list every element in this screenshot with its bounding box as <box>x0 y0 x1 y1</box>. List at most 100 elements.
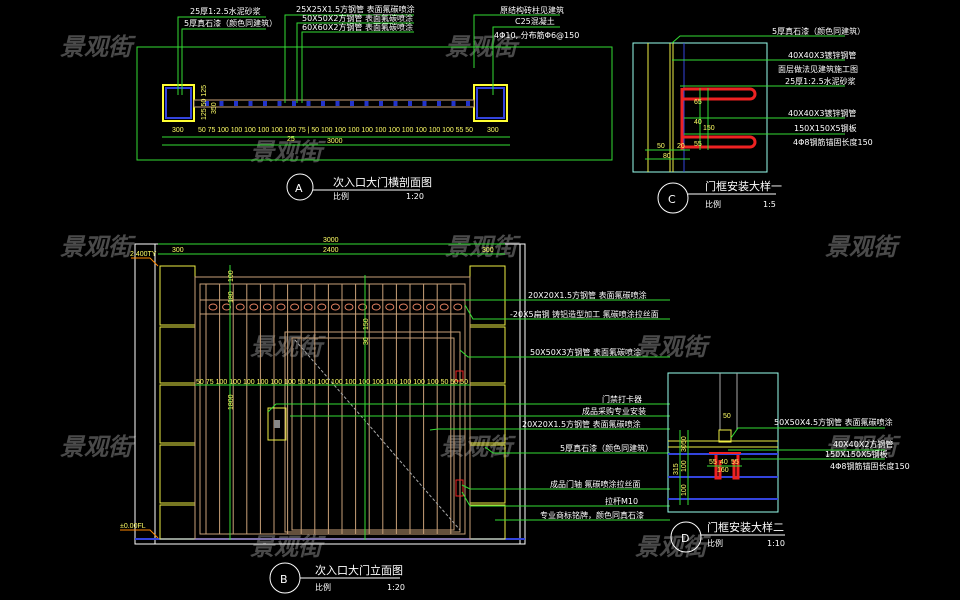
steel-bar-section <box>364 101 369 106</box>
callout-leader <box>484 446 670 454</box>
callout-leader <box>267 403 670 413</box>
ornament <box>262 303 272 311</box>
callout-a-8: 4Φ10, 分布筋Φ6@150 <box>494 30 579 40</box>
callout-leader <box>461 491 670 507</box>
steel-bar-section <box>379 101 383 106</box>
marker-d: D <box>681 532 689 545</box>
callout-a-2: 5厚真石漆（颜色同建筑） <box>184 18 277 28</box>
dim-d-3: 40 <box>720 459 728 466</box>
watermark-text: 景观街 <box>60 233 136 261</box>
callout-c-2: 40X40X3镀锌钢管 <box>788 50 856 60</box>
steel-bar-section <box>219 101 224 106</box>
callout-leader <box>429 428 670 431</box>
stone-post-block <box>159 326 196 384</box>
ornament <box>330 303 340 311</box>
steel-bar-section <box>422 101 427 106</box>
dim-sub: 125 50 125 <box>201 85 208 120</box>
callout-b-1: 20X20X1.5方钢管 表面氟碳喷涂 <box>528 290 647 300</box>
callout-b-2: -20X5扁钢 铸铝造型加工 氟碳喷涂拉丝面 <box>510 309 659 319</box>
ornament <box>426 303 436 311</box>
ornament <box>276 303 286 311</box>
callout-c-7: 4Φ8钢筋锚固长度150 <box>793 137 873 147</box>
marker-c: C <box>668 193 676 206</box>
dim-b-left: 300 <box>172 247 184 254</box>
title-b: 次入口大门立面图 <box>315 563 403 577</box>
dim-d-5: 160 <box>717 467 729 474</box>
dim-b-total: 3000 <box>323 237 339 244</box>
watermark-text: 景观街 <box>825 233 901 261</box>
steel-bar-section <box>451 101 456 106</box>
title-a: 次入口大门横剖面图 <box>333 175 432 189</box>
dim-c-4: 55 <box>694 141 702 148</box>
ornament <box>290 303 300 311</box>
scale-label-a: 比例 <box>333 191 349 201</box>
steel-bar-section <box>466 101 470 106</box>
dim-b-v4: 30 <box>363 337 370 345</box>
title-d: 门框安装大样二 <box>707 520 784 534</box>
ornament <box>208 303 218 311</box>
watermark-text: 景观街 <box>445 233 521 261</box>
watermark-text: 景观街 <box>440 433 516 461</box>
dim-c-3: 150 <box>703 125 715 132</box>
dim-d-10: 100 <box>681 484 688 496</box>
ornament <box>222 303 232 311</box>
dim-total: 3000 <box>327 138 343 145</box>
dim-c-7: 80 <box>663 153 671 160</box>
ornament <box>249 303 259 311</box>
steel-bar-section <box>350 101 354 106</box>
dim-post-right: 300 <box>487 127 499 134</box>
callout-b-10: 专业商标铭牌，颜色同真石漆 <box>540 510 644 520</box>
callout-b-5: 成品采购专业安装 <box>582 406 646 416</box>
watermark-text: 景观街 <box>250 138 326 166</box>
callout-c-3: 面层做法见建筑施工图 <box>778 64 858 74</box>
scale-d: 1:10 <box>767 539 785 548</box>
watermark-text: 景观街 <box>60 33 136 61</box>
callout-b-7: 5厚真石漆（颜色同建筑） <box>560 443 653 453</box>
stone-post-block <box>159 265 196 326</box>
level-bottom: ±0.00FL <box>120 523 146 530</box>
dim-c-6: 20 <box>677 143 685 150</box>
callout-leader <box>464 304 670 320</box>
level-top: 2.400TY <box>130 251 157 258</box>
watermark-text: 景观街 <box>635 533 711 561</box>
dim-d-4: 55 <box>731 459 739 466</box>
dim-b-spacing: 50 75 100 100 100 100 100 100 50 50 100 … <box>196 379 468 386</box>
stone-post-block <box>159 504 196 540</box>
dim-d-7: 50 <box>681 436 688 444</box>
stone-post-block <box>469 326 506 384</box>
scale-c: 1:5 <box>763 200 776 209</box>
dim-c-5: 50 <box>657 143 665 150</box>
callout-b-3: 50X50X3方钢管 表面氟碳喷涂 <box>530 347 641 357</box>
callout-c-5: 40X40X3镀锌钢管 <box>788 108 856 118</box>
callout-b-4: 门禁打卡器 <box>602 394 642 404</box>
steel-bar-section <box>437 101 441 106</box>
ornament <box>453 303 463 311</box>
callout-c-1: 5厚真石漆（颜色同建筑） <box>772 26 865 36</box>
callout-a-6: 原结构砖柱见建筑 <box>500 5 564 15</box>
steel-bar-section <box>321 101 325 106</box>
marker-b: B <box>280 573 288 586</box>
detail-c-section: 65 40 150 55 50 20 80 5厚真石漆（颜色同建筑） 40X40… <box>632 26 873 214</box>
callout-a-3: 25X25X1.5方钢管 表面氟碳喷涂 <box>296 4 415 14</box>
watermark-text: 景观街 <box>250 533 326 561</box>
dim-b-v2: 180 <box>228 291 235 303</box>
dim-b-v1: 100 <box>228 270 235 282</box>
steel-bar-section <box>393 101 398 106</box>
steel-bar-section <box>292 101 296 106</box>
scale-a: 1:20 <box>406 192 424 201</box>
dim-b-inner: 2400 <box>323 247 339 254</box>
stone-post-block <box>159 384 196 444</box>
dim-gap: 25 <box>287 136 295 143</box>
watermark-text: 景观街 <box>60 433 136 461</box>
steel-bar-section <box>408 101 412 106</box>
steel-bar-section <box>335 101 340 106</box>
dim-post-left: 300 <box>172 127 184 134</box>
callout-b-6: 20X20X1.5方钢管 表面氟碳喷涂 <box>522 419 641 429</box>
ornament <box>358 303 368 311</box>
ornament <box>303 303 313 311</box>
callout-b-9: 拉杆M10 <box>605 496 638 506</box>
dim-spacing: 50 75 100 100 100 100 100 100 75 | 50 10… <box>198 127 473 134</box>
callout-a-5: 60X60X2方钢管 表面氟碳喷涂 <box>302 22 413 32</box>
steel-bar-section <box>248 101 253 106</box>
